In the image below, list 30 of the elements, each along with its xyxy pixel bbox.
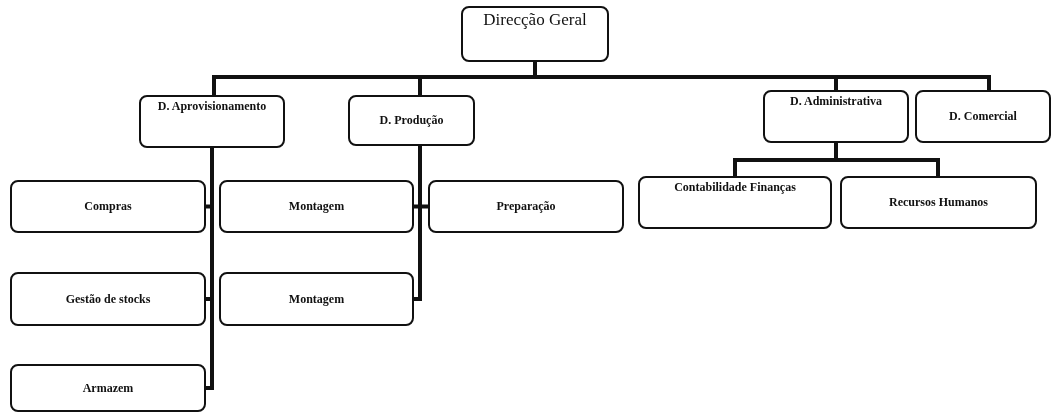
unit-name: Gestão de stocks <box>65 291 151 307</box>
org-unit-box <box>10 180 206 233</box>
unit-name: Montagem <box>288 199 345 214</box>
unit-name: Recursos Humanos <box>889 195 988 210</box>
org-unit-box <box>10 364 206 412</box>
unit-name: D. Administrativa <box>790 94 882 109</box>
connector-line <box>533 62 991 90</box>
org-unit-box <box>219 272 414 326</box>
unit-name: Direcção Geral <box>483 10 587 31</box>
org-unit-box <box>840 176 1037 229</box>
unit-name: D. Aprovisionamento <box>157 99 267 114</box>
unit-name: Contabilidade Finanças <box>674 180 796 195</box>
unit-name: Preparação <box>496 199 556 214</box>
org-unit-box <box>461 6 609 62</box>
org-unit-box <box>139 95 285 148</box>
org-unit-box <box>763 90 909 143</box>
org-unit-box <box>428 180 624 233</box>
unit-name: Armazem <box>82 380 134 396</box>
org-unit-box <box>10 272 206 326</box>
connector-line <box>418 146 428 209</box>
unit-name: D. Produção <box>379 113 444 128</box>
unit-name: Montagem <box>288 291 345 307</box>
org-unit-box <box>638 176 832 229</box>
org-unit-box <box>348 95 475 146</box>
connector-line <box>206 148 214 390</box>
unit-name: Compras <box>84 199 132 214</box>
connector-line <box>834 143 940 176</box>
org-unit-box <box>915 90 1051 143</box>
org-unit-box <box>219 180 414 233</box>
unit-name: D. Comercial <box>949 109 1017 124</box>
